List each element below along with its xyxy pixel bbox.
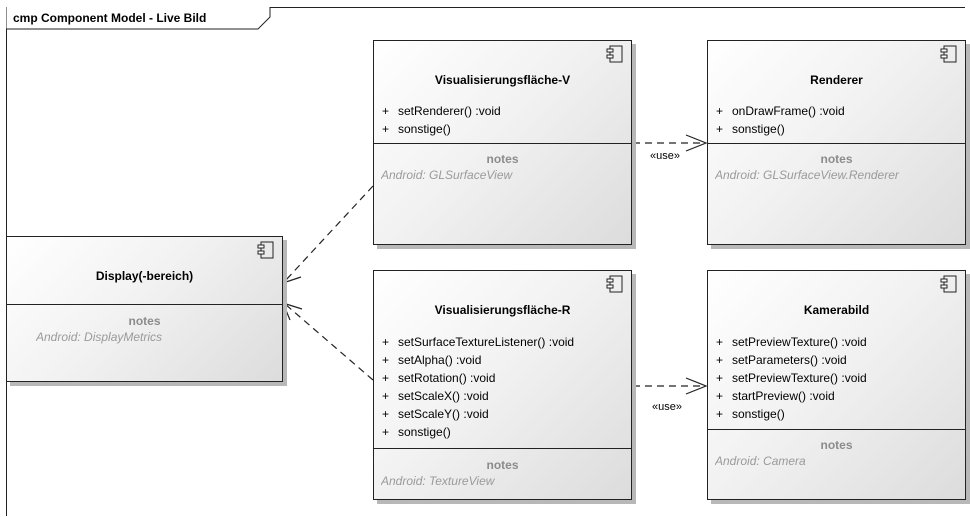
operation: +setPreviewTexture() :void	[716, 371, 867, 385]
component-kamerabild[interactable]: Kamerabild +setPreviewTexture() :void +s…	[707, 270, 966, 500]
separator	[708, 429, 965, 430]
use-stereotype-renderer: «use»	[650, 150, 680, 162]
component-name: Display(-bereich)	[95, 269, 194, 283]
dependency-visR-display	[284, 303, 374, 381]
component-visualisierungsflaeche-v[interactable]: Visualisierungsfläche-V +setRenderer() :…	[373, 40, 632, 245]
notes-label: notes	[486, 152, 519, 166]
notes-label: notes	[820, 152, 853, 166]
operation: +setParameters() :void	[716, 353, 847, 367]
operation: +setScaleX() :void	[382, 389, 489, 403]
operation: +setSurfaceTextureListener() :void	[382, 335, 575, 349]
notes-label: notes	[486, 458, 519, 472]
operation: +setPreviewTexture() :void	[716, 335, 867, 349]
notes-text: Android: Camera	[715, 454, 806, 468]
operations-list: +setRenderer() :void +sonstige()	[382, 102, 501, 138]
notes-text: Android: TextureView	[381, 474, 495, 488]
dependency-visV-display	[284, 185, 374, 282]
operation: +startPreview() :void	[716, 389, 835, 403]
operation: +onDrawFrame() :void	[716, 104, 845, 118]
notes-text: Android: GLSurfaceView	[381, 168, 513, 182]
component-icon	[257, 241, 274, 259]
operation: +setRotation() :void	[382, 371, 496, 385]
operation: +sonstige()	[716, 407, 785, 421]
arrowhead-display-upper	[282, 263, 302, 284]
operation: +setScaleY() :void	[382, 407, 489, 421]
component-name: Visualisierungsfläche-R	[434, 303, 571, 317]
component-name: Renderer	[810, 73, 863, 87]
operations-list: +setPreviewTexture() :void +setParameter…	[716, 333, 867, 423]
operation: +sonstige()	[382, 425, 451, 439]
component-display-bereich[interactable]: Display(-bereich) notes Android: Display…	[6, 236, 283, 382]
arrowhead-renderer	[685, 134, 708, 152]
arrowhead-display-lower	[281, 302, 303, 321]
component-icon	[606, 45, 623, 63]
separator	[708, 143, 965, 144]
component-name: Kamerabild	[803, 303, 870, 317]
operation: +sonstige()	[716, 122, 785, 136]
frame-title: cmp Component Model - Live Bild	[13, 11, 207, 25]
operation: +sonstige()	[382, 122, 451, 136]
component-icon	[940, 275, 957, 293]
separator	[374, 448, 631, 449]
notes-label: notes	[820, 438, 853, 452]
operations-list: +onDrawFrame() :void +sonstige()	[716, 102, 845, 138]
notes-text: Android: GLSurfaceView.Renderer	[715, 168, 899, 182]
operation: +setRenderer() :void	[382, 104, 501, 118]
notes-text: Android: DisplayMetrics	[36, 330, 163, 344]
component-icon	[606, 275, 623, 293]
separator	[7, 304, 282, 305]
operation: +setAlpha() :void	[382, 353, 482, 367]
frame-tab	[6, 7, 271, 30]
use-stereotype-kamera: «use»	[652, 401, 682, 413]
notes-label: notes	[128, 314, 161, 328]
component-name: Visualisierungsfläche-V	[434, 73, 571, 87]
arrowhead-kamera	[685, 377, 708, 395]
component-renderer[interactable]: Renderer +onDrawFrame() :void +sonstige(…	[707, 40, 966, 245]
component-icon	[940, 45, 957, 63]
component-visualisierungsflaeche-r[interactable]: Visualisierungsfläche-R +setSurfaceTextu…	[373, 270, 632, 500]
operations-list: +setSurfaceTextureListener() :void +setA…	[382, 333, 574, 441]
separator	[374, 143, 631, 144]
